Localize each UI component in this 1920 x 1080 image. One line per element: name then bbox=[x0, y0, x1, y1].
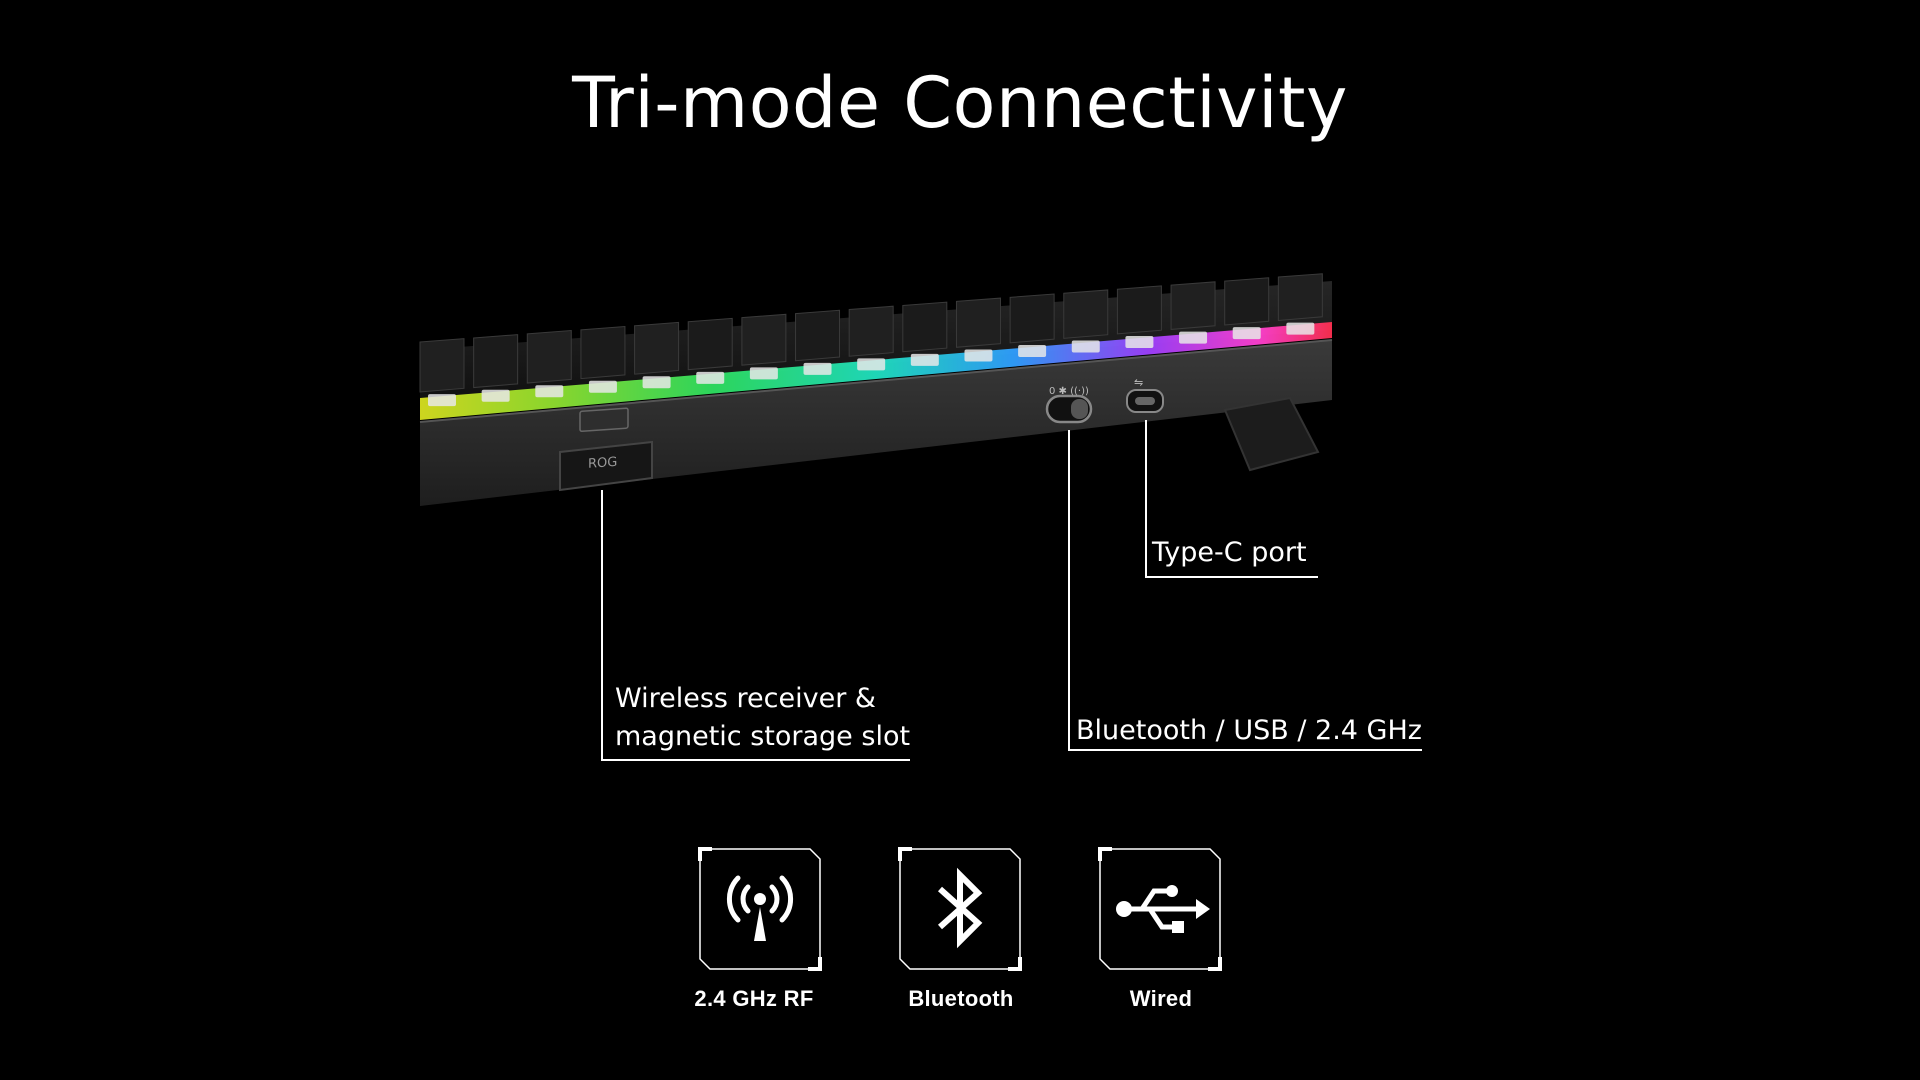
switch-housing bbox=[1125, 336, 1154, 349]
keycap bbox=[526, 330, 572, 384]
mode-switch: 0 ✱ ((·)) bbox=[1045, 386, 1093, 424]
switch-row bbox=[427, 322, 1315, 407]
switch-housing bbox=[427, 394, 456, 407]
keyboard-foot bbox=[1223, 396, 1320, 472]
switch-housing bbox=[803, 362, 832, 375]
wireless-antenna-icon bbox=[726, 875, 794, 941]
wired-mode-label: Wired bbox=[1129, 986, 1193, 1011]
switch-housing bbox=[1179, 331, 1208, 344]
keycap bbox=[955, 297, 1001, 348]
keycap bbox=[1277, 273, 1323, 322]
keycap bbox=[902, 301, 948, 353]
usb-icon bbox=[1116, 885, 1210, 933]
bluetooth-icon bbox=[937, 867, 983, 949]
keycap bbox=[1170, 281, 1216, 330]
keycap bbox=[795, 309, 841, 362]
rf-mode-box bbox=[698, 847, 822, 971]
keycap bbox=[634, 321, 680, 375]
keycap bbox=[473, 334, 519, 389]
switch-housing bbox=[1232, 327, 1261, 340]
switch-housing bbox=[1018, 344, 1047, 357]
rf-mode-label: 2.4 GHz RF bbox=[694, 986, 814, 1011]
wired-mode-box bbox=[1098, 847, 1222, 971]
switch-housing bbox=[588, 380, 617, 393]
switch-housing bbox=[964, 349, 993, 362]
switch-housing bbox=[1071, 340, 1100, 353]
keycap bbox=[1116, 285, 1162, 335]
keycap bbox=[848, 305, 894, 357]
rgb-light-strip bbox=[420, 322, 1332, 420]
receiver-label-line2: magnetic storage slot bbox=[615, 721, 911, 752]
switch-housing bbox=[535, 385, 564, 398]
type-c-port: ⇋ bbox=[1126, 376, 1164, 413]
switch-housing bbox=[1286, 322, 1315, 335]
mode-switch-label: Bluetooth / USB / 2.4 GHz bbox=[1076, 715, 1422, 746]
keycap bbox=[1224, 277, 1270, 326]
svg-text:0 ✱ ((·)): 0 ✱ ((·)) bbox=[1049, 386, 1089, 397]
keycap bbox=[741, 313, 787, 366]
bluetooth-mode-box bbox=[898, 847, 1022, 971]
keycap bbox=[1063, 289, 1109, 339]
keycap bbox=[580, 325, 626, 380]
keycap bbox=[1009, 293, 1055, 344]
switch-housing bbox=[749, 367, 778, 380]
switch-housing bbox=[857, 358, 886, 371]
switch-housing bbox=[642, 376, 671, 389]
keycap bbox=[419, 338, 465, 393]
receiver-label-line1: Wireless receiver & bbox=[615, 683, 876, 714]
switch-housing bbox=[910, 353, 939, 366]
switch-housing bbox=[696, 371, 725, 384]
callout-lines bbox=[601, 420, 1422, 761]
svg-text:⇋: ⇋ bbox=[1134, 376, 1143, 389]
keycap bbox=[687, 317, 733, 371]
receiver-slot: ROG bbox=[559, 407, 653, 492]
type-c-label: Type-C port bbox=[1152, 537, 1307, 568]
rog-badge: ROG bbox=[588, 455, 617, 472]
keycaps-row bbox=[419, 273, 1332, 398]
bluetooth-mode-label: Bluetooth bbox=[908, 986, 1014, 1011]
page-title: Tri-mode Connectivity bbox=[572, 62, 1348, 144]
switch-housing bbox=[481, 389, 510, 402]
